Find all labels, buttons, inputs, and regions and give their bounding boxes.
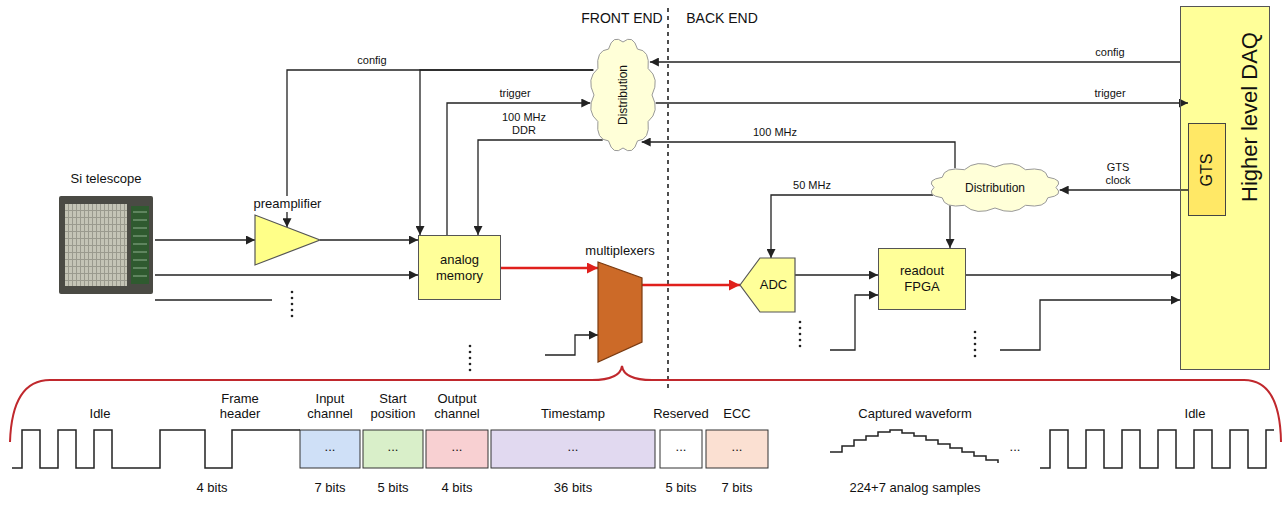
frame-label: ... (732, 439, 743, 455)
distribution-cloud: Distribution (590, 38, 656, 152)
daq-fill (1180, 6, 1270, 370)
frame-fields (300, 430, 768, 468)
frame-label: Reserved (653, 406, 709, 422)
frame-label: Input channel (300, 391, 360, 422)
frame-label: Start position (363, 391, 423, 422)
amplifier-triangle: preamplifier (255, 215, 320, 265)
memory-box: analog memory (418, 235, 501, 300)
photo-outline (57, 190, 155, 300)
signal-line (1060, 189, 1188, 190)
node-label: Si telescope (69, 171, 144, 187)
frame-label: Idle (1185, 406, 1206, 422)
node-label: Distribution (965, 180, 1025, 194)
signal-line (949, 205, 950, 248)
frame-label: 7 bits (721, 480, 752, 496)
signal-label: 100 MHz (752, 126, 798, 139)
node-label: preamplifier (252, 196, 324, 212)
detector-photo: Si telescope (57, 190, 155, 300)
node-label: Higher level DAQ (1236, 32, 1262, 202)
frame-label: 224+7 analog samples (849, 480, 980, 496)
frame-label: ... (568, 439, 579, 455)
analog-signal-line (642, 284, 740, 287)
node-label: GTS (1197, 153, 1216, 186)
signal-line (320, 239, 418, 240)
fpga-box: readout FPGA (878, 248, 966, 310)
signal-label: GTS clock (1097, 161, 1139, 187)
frame-label: ... (1010, 439, 1021, 455)
frame-label: Output channel (427, 391, 487, 422)
signal-line (795, 274, 878, 275)
serial-waveform (12, 430, 1274, 468)
extra-inputs (155, 295, 1180, 355)
signal-line (656, 102, 1188, 103)
frame-label: 5 bits (665, 480, 696, 496)
frame-label: ... (325, 439, 336, 455)
frame-label: Timestamp (541, 406, 605, 422)
frame-label: Captured waveform (858, 406, 971, 422)
daq-box: Higher level DAQ GTS (1180, 6, 1270, 370)
signal-line (155, 239, 255, 240)
node-label: readout FPGA (879, 263, 965, 294)
frame-label: Idle (90, 406, 111, 422)
signal-label: trigger (1093, 87, 1126, 100)
frame-label: ECC (723, 406, 750, 422)
signal-label: 100 MHz DDR (498, 111, 550, 137)
signal-line (287, 70, 593, 227)
analog-signal-line (501, 267, 598, 270)
signal-line (650, 61, 1180, 62)
signal-line (966, 274, 1180, 275)
signal-label: config (356, 54, 387, 67)
frame-label: ... (452, 439, 463, 455)
frame-label: 7 bits (314, 480, 345, 496)
frame-label: 36 bits (554, 480, 592, 496)
signal-line (420, 70, 593, 235)
front-back-divider (667, 8, 669, 392)
signal-label: 50 MHz (792, 179, 832, 192)
node-label: ADC (760, 277, 787, 293)
frame-label: ... (676, 439, 687, 455)
signal-line (478, 140, 603, 235)
frame-label: 4 bits (441, 480, 472, 496)
node-label: multiplexers (583, 243, 656, 259)
gts-box: GTS (1188, 123, 1226, 216)
signal-label: config (1094, 46, 1125, 59)
node-label: Distribution (616, 65, 630, 125)
tri-outline (255, 215, 320, 265)
frame-label: FRONT END (581, 10, 662, 27)
distribution-cloud: Distribution (930, 163, 1060, 212)
signal-label: trigger (498, 87, 531, 100)
frame-label: 5 bits (377, 480, 408, 496)
signal-line (642, 142, 955, 168)
node-label: analog memory (419, 252, 500, 283)
mux-outline (598, 262, 642, 362)
frame-label: 4 bits (196, 480, 227, 496)
frame-label: ... (388, 439, 399, 455)
frame-label: BACK END (686, 10, 758, 27)
adc-pentagon: ADC (740, 258, 795, 312)
frame-label: Frame header (210, 391, 270, 422)
signal-line (447, 103, 590, 235)
signal-line (155, 274, 418, 275)
multiplexer-trapezoid: multiplexers (598, 262, 642, 362)
